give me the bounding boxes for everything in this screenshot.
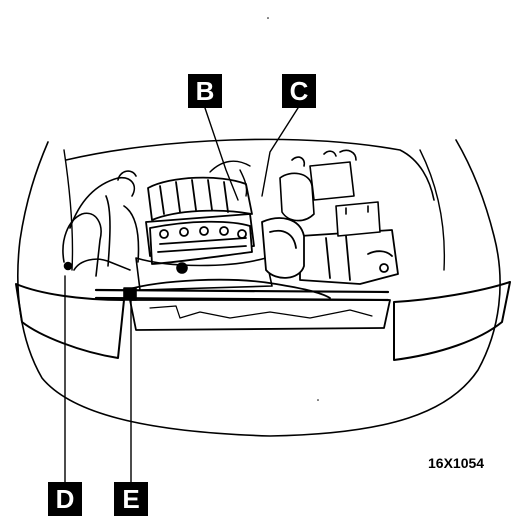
- hood-front-edge: [63, 149, 74, 271]
- reservoir-tank: [279, 156, 315, 222]
- wiring-harness: [62, 170, 140, 277]
- leader-line-c: [261, 107, 299, 197]
- air-duct: [261, 217, 305, 279]
- figure-code: 16X1054: [428, 455, 485, 471]
- engine-block: [135, 257, 273, 291]
- air-cleaner-box: [299, 229, 399, 285]
- fuse-box: [309, 149, 357, 201]
- hood-opening: [65, 138, 435, 201]
- left-headlight: [15, 283, 125, 359]
- radiator-hose: [125, 278, 331, 299]
- car-body-outline: [17, 139, 501, 437]
- callout-d: D: [48, 482, 82, 516]
- right-headlight: [393, 281, 511, 361]
- front-grille: [129, 299, 391, 331]
- callout-c: C: [282, 74, 316, 108]
- callout-e: E: [114, 482, 148, 516]
- valve-cover: [149, 220, 253, 265]
- marker-e: [123, 287, 137, 301]
- leader-line-b: [204, 107, 239, 201]
- battery: [335, 201, 381, 237]
- radiator-support: [94, 288, 390, 302]
- callout-b: B: [188, 74, 222, 108]
